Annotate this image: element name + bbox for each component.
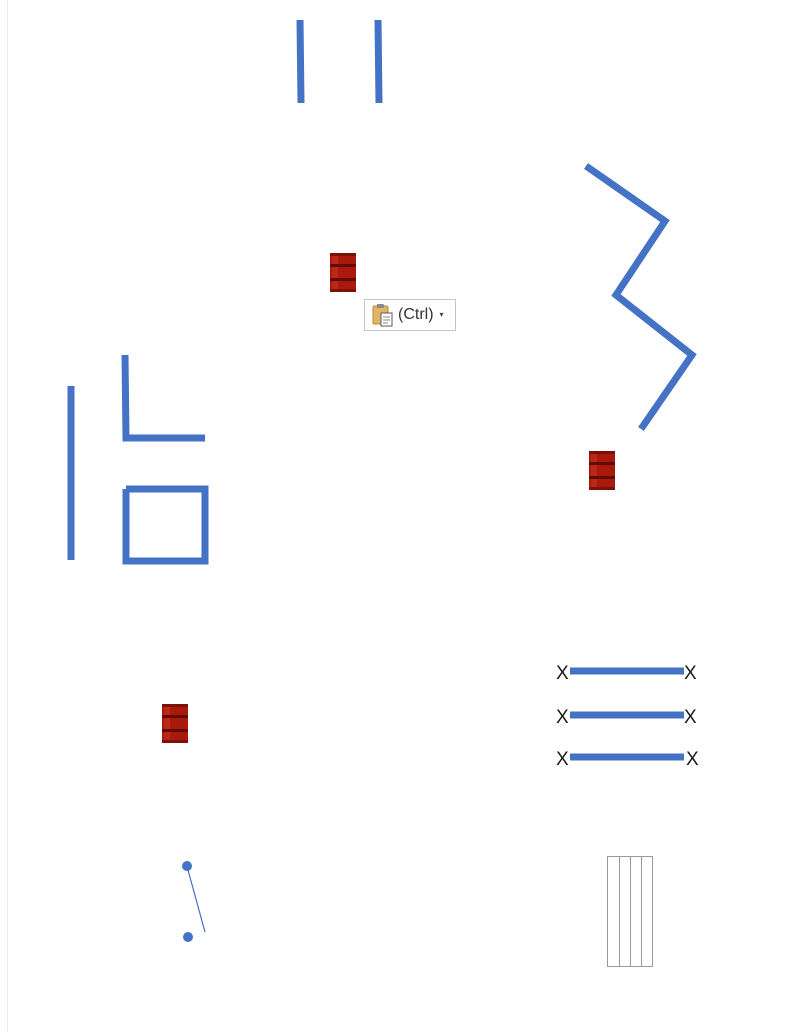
x-cross-icon: X [684, 663, 697, 684]
top-left-vertical-pipe[interactable] [300, 20, 301, 103]
zigzag-pipe[interactable] [586, 166, 692, 429]
x-cross-icon: X [556, 707, 569, 728]
x-cross-icon: X [556, 663, 569, 684]
oil-barrel-icon[interactable] [589, 451, 615, 490]
clipboard-paste-icon [370, 302, 396, 328]
square-pipe-loop[interactable] [126, 489, 205, 561]
switch-symbol[interactable] [182, 861, 205, 942]
chevron-down-icon[interactable]: ▾ [440, 311, 444, 319]
x-cross-icon: X [556, 749, 569, 770]
paste-options-button[interactable]: (Ctrl) ▾ [364, 299, 456, 331]
oil-barrel-icon[interactable] [330, 253, 356, 292]
x-cross-icon: X [686, 749, 699, 770]
paste-options-label: (Ctrl) [398, 307, 434, 323]
x-cross-icon: X [684, 707, 697, 728]
oil-barrel-icon[interactable] [162, 704, 188, 743]
l-shaped-pipe[interactable] [125, 355, 205, 438]
vertical-line-grid-box[interactable] [608, 857, 653, 967]
top-right-vertical-pipe[interactable] [378, 20, 379, 103]
